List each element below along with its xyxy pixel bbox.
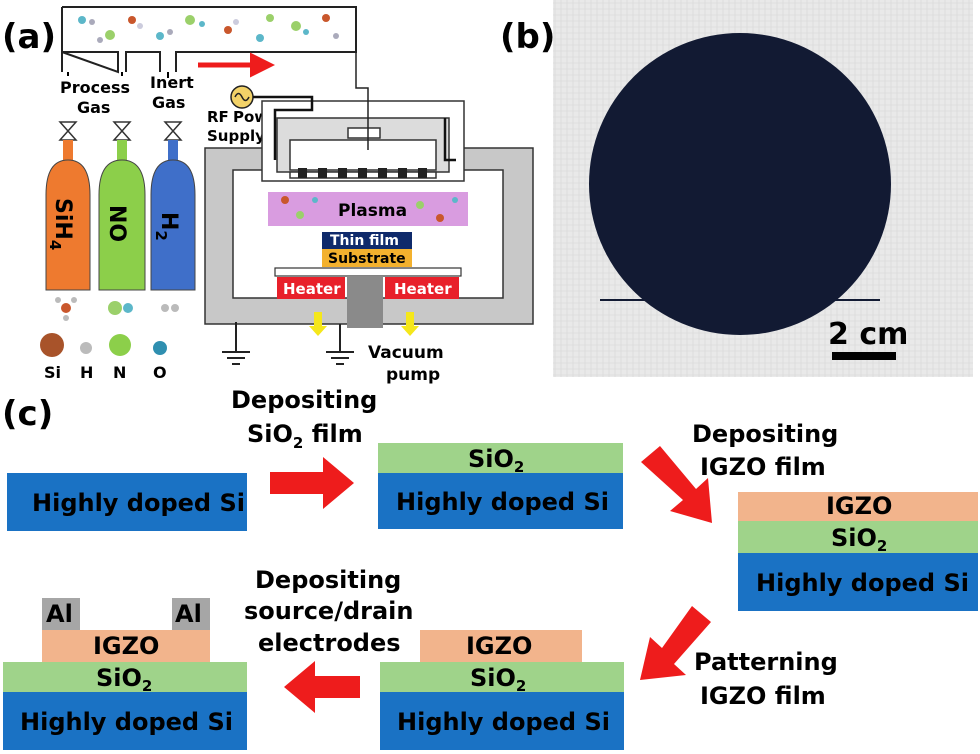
scale-bar <box>832 352 896 360</box>
stack4-sio2 <box>380 662 624 692</box>
heater-right-label: Heater <box>394 280 452 298</box>
no-label: NO <box>104 205 129 242</box>
process-arrow-4 <box>284 661 360 713</box>
scale-bar-label: 2 cm <box>828 317 908 352</box>
stack5-al-right-label: Al <box>175 600 202 628</box>
vacuum-label: Vacuum <box>368 343 444 363</box>
stack4-igzo <box>420 630 582 662</box>
step3-line2: IGZO film <box>700 682 826 710</box>
atom-n: N <box>113 363 126 382</box>
process-arrow-1 <box>270 457 354 509</box>
stack5-si-label: Highly doped Si <box>20 708 233 736</box>
plasma-region <box>268 192 468 226</box>
sih4-cylinder <box>45 159 91 291</box>
stack3-sio2-label: SiO2 <box>831 524 887 555</box>
gas-pipes <box>67 72 169 78</box>
plasma-label: Plasma <box>338 201 407 221</box>
stack2-si <box>378 473 623 529</box>
step2-line2: IGZO film <box>700 453 826 481</box>
stack3-si <box>738 553 978 611</box>
thin-film-label: Thin film <box>330 233 399 249</box>
h2-label: H2 <box>152 212 181 241</box>
stack5-igzo <box>42 630 210 662</box>
stack3-si-label: Highly doped Si <box>756 569 969 597</box>
stack1-si-label: Highly doped Si <box>32 489 245 517</box>
stack3-sio2 <box>738 521 978 553</box>
cylinder-molecules <box>55 297 179 321</box>
inert-gas-label: Inert <box>150 73 194 92</box>
no-cylinder <box>98 159 146 291</box>
stack1-si <box>7 473 247 531</box>
gas-line-box <box>61 6 357 74</box>
substrate-label: Substrate <box>328 251 406 267</box>
wafer-photo <box>553 0 973 377</box>
gas-cylinders <box>45 159 196 291</box>
rf-label: RF <box>207 108 229 126</box>
substrate-layer <box>322 249 412 267</box>
heater-right <box>385 277 459 299</box>
atom-h: H <box>80 363 93 382</box>
stack5-si <box>3 692 247 750</box>
h2-cylinder <box>150 159 196 291</box>
atom-si: Si <box>44 363 61 382</box>
heater-left-label: Heater <box>283 280 341 298</box>
step3-line1: Patterning <box>694 648 838 676</box>
stack2-sio2 <box>378 443 623 473</box>
stack5-sio2-label: SiO2 <box>96 664 152 695</box>
atom-legend <box>40 333 167 357</box>
step1-line1: Depositing <box>231 386 377 414</box>
stack4-si <box>380 692 624 750</box>
stack3-igzo <box>738 492 978 521</box>
heater-left <box>277 277 345 299</box>
stack5-al-left <box>42 598 80 630</box>
step2-line1: Depositing <box>692 420 838 448</box>
rf-supply-label: Supply <box>207 127 265 145</box>
panel-label-a: (a) <box>2 17 56 57</box>
gas-molecules <box>78 14 339 43</box>
process-arrow-3 <box>640 606 711 680</box>
stack4-si-label: Highly doped Si <box>397 708 610 736</box>
panel-label-c: (c) <box>2 394 53 434</box>
stack2-si-label: Highly doped Si <box>396 488 609 516</box>
process-arrow-2 <box>641 446 712 523</box>
process-gas-label-2: Gas <box>77 98 110 117</box>
atom-o: O <box>153 363 167 382</box>
pump-label: pump <box>386 365 440 385</box>
stack2-sio2-label: SiO2 <box>468 445 524 476</box>
step4-line2: source/drain <box>244 597 414 625</box>
step1-line2: SiO2 film <box>247 420 363 452</box>
step4-line1: Depositing <box>255 566 401 594</box>
stack5-al-right <box>172 598 210 630</box>
stack4-igzo-label: IGZO <box>466 632 532 660</box>
process-gas-label: Process <box>60 78 130 97</box>
thin-film-layer <box>322 232 412 249</box>
stack5-al-left-label: Al <box>46 600 73 628</box>
stack3-igzo-label: IGZO <box>826 492 892 520</box>
stack5-sio2 <box>3 662 247 692</box>
stack4-sio2-label: SiO2 <box>470 664 526 695</box>
panel-label-b: (b) <box>500 17 555 57</box>
stack5-igzo-label: IGZO <box>93 632 159 660</box>
pecvd-chamber <box>204 52 534 365</box>
step4-line3: electrodes <box>258 629 401 657</box>
igzo-wafer <box>589 33 891 335</box>
inert-gas-label-2: Gas <box>152 93 185 112</box>
valves <box>58 121 183 141</box>
sih4-label: SiH4 <box>46 198 75 250</box>
